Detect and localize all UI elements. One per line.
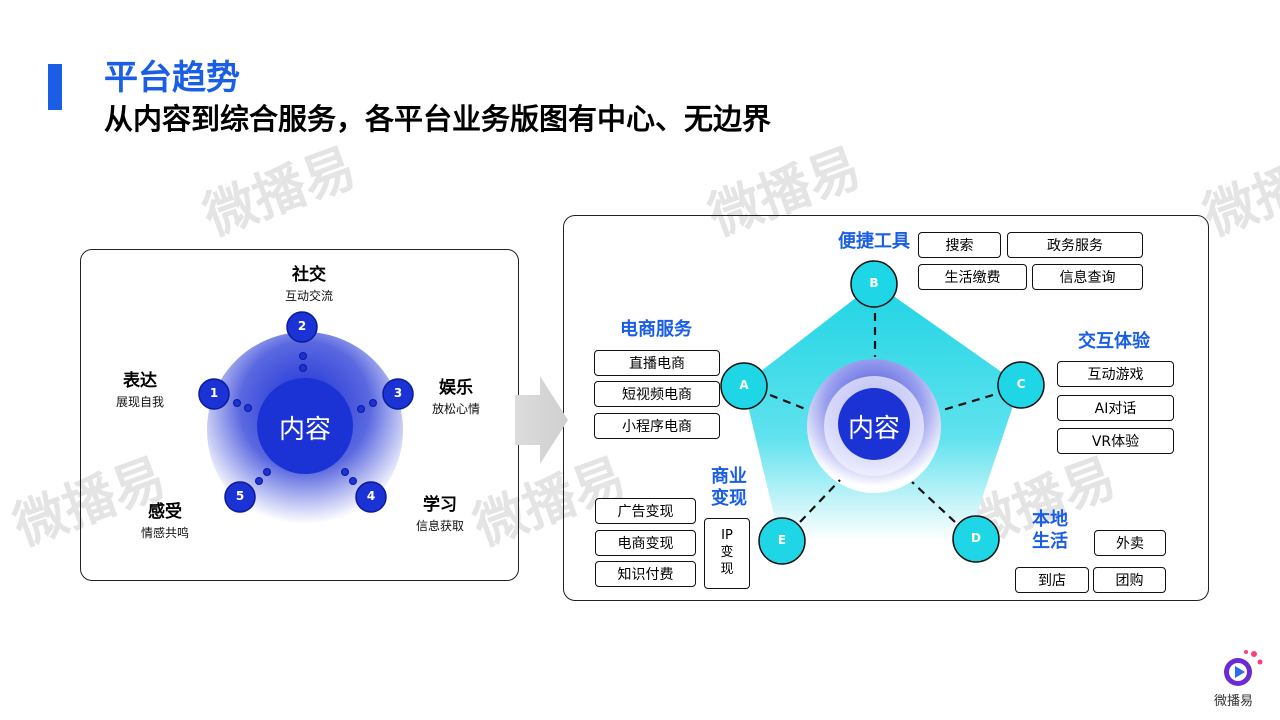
node-title: 社交 [292,265,326,285]
node-label-expression: 表达 展现自我 [100,366,180,410]
node-label-learning: 学习 信息获取 [400,490,480,534]
ip-monetize-box: IP 变 现 [704,518,750,589]
node-label-entertainment: 娱乐 放松心情 [416,373,496,417]
flow-arrow [515,376,568,464]
node-subtitle: 互动交流 [284,289,333,303]
interactive-item: AI对话 [1057,395,1174,421]
ecommerce-item: 短视频电商 [594,381,720,407]
node-title: 娱乐 [439,378,473,398]
node-subtitle: 展现自我 [115,395,164,409]
node-title: 表达 [123,371,157,391]
node-letter-d: D [971,531,981,545]
node-title: 感受 [148,502,182,522]
local-item: 团购 [1093,567,1166,593]
node-number-5: 5 [235,489,245,503]
tools-item: 生活缴费 [918,264,1027,290]
left-node-circles [198,311,414,513]
node-subtitle: 放松心情 [431,402,480,416]
title-accent-bar [48,64,62,110]
dashed-connectors [769,313,994,523]
left-center-circle [257,378,353,474]
monetize-item: 知识付费 [595,561,696,587]
connector-dots [233,352,377,485]
node-letter-b: B [869,276,879,290]
local-heading-line2: 生活 [1032,531,1068,552]
ip-text: IP [721,528,733,543]
node-label-feeling: 感受 情感共鸣 [125,497,205,541]
monetize-item: 广告变现 [595,498,696,524]
monetize-item: 电商变现 [595,530,696,556]
local-item: 到店 [1015,567,1089,593]
node-label-social: 社交 互动交流 [269,260,349,304]
right-center-circle [838,388,910,460]
page-title: 平台趋势 [104,58,240,98]
node-letter-c: C [1016,377,1026,391]
node-title: 学习 [423,495,457,515]
interactive-heading: 交互体验 [1078,331,1150,352]
node-subtitle: 情感共鸣 [140,526,189,540]
node-number-1: 1 [209,386,219,400]
interactive-item: 互动游戏 [1057,361,1174,387]
interactive-item: VR体验 [1057,428,1174,454]
node-subtitle: 信息获取 [415,519,464,533]
right-diagram-panel [563,215,1209,601]
node-letter-e: E [777,533,787,547]
tools-item: 政务服务 [1007,232,1143,258]
ecommerce-item: 小程序电商 [594,413,720,439]
tools-item: 搜索 [918,232,1001,258]
node-number-3: 3 [393,386,403,400]
monetize-heading-line1: 商业 [711,466,747,487]
page-subtitle: 从内容到综合服务，各平台业务版图有中心、无边界 [104,102,772,136]
ip-text: 变 [720,545,734,560]
tools-item: 信息查询 [1032,264,1143,290]
tools-heading: 便捷工具 [838,231,910,252]
left-center-label: 内容 [278,415,331,445]
right-center-label: 内容 [847,414,900,444]
brand-logo-icon [1224,650,1263,686]
node-number-4: 4 [366,489,376,503]
local-item: 外卖 [1094,530,1166,556]
brand-logo-text: 微播易 [1214,694,1254,709]
ip-text: 现 [720,562,734,577]
right-node-circles [720,260,1045,565]
monetize-heading-line2: 变现 [711,488,747,509]
local-heading-line1: 本地 [1032,509,1068,530]
node-letter-a: A [739,378,749,392]
ecommerce-heading: 电商服务 [620,319,692,340]
ecommerce-item: 直播电商 [594,350,720,376]
node-number-2: 2 [297,319,307,333]
